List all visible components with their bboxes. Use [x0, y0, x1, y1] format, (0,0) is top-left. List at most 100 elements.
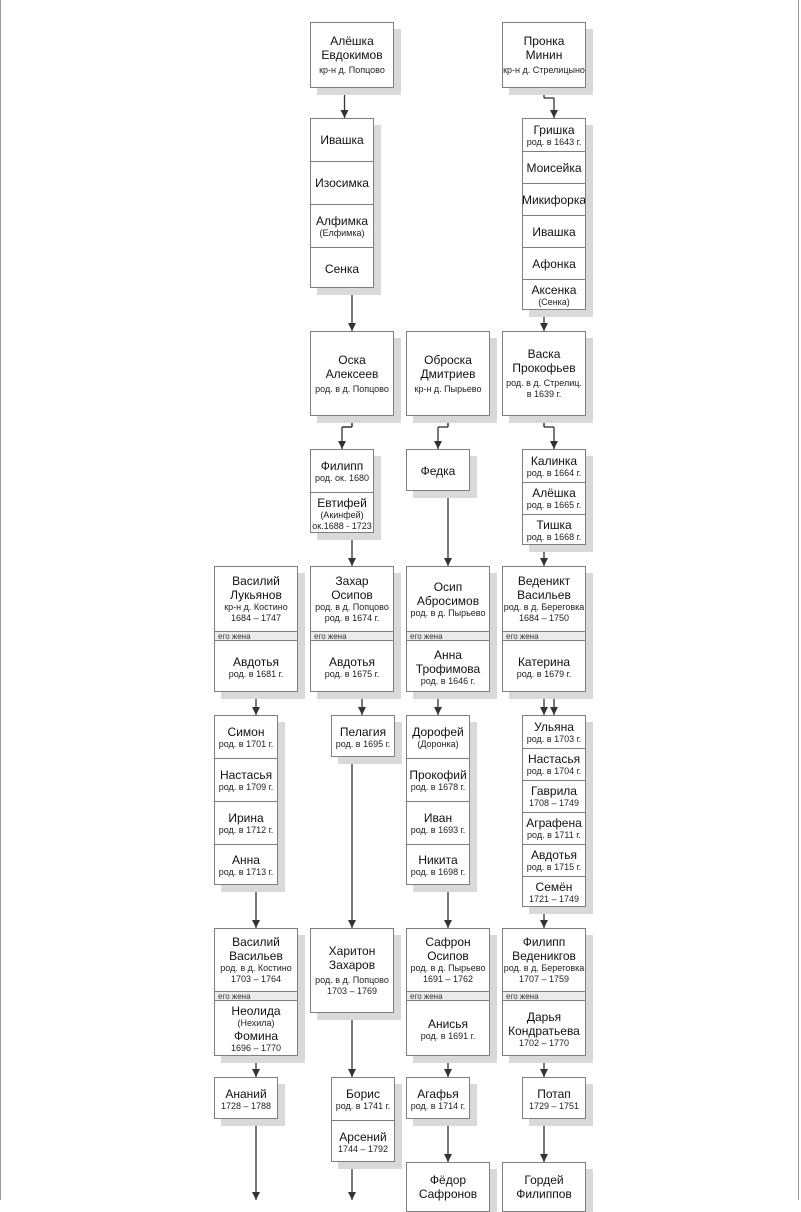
- child-entry[interactable]: Изосимка: [311, 161, 373, 204]
- husband-note: 1684 – 1750: [518, 613, 570, 623]
- child-name: Гаврила: [531, 784, 577, 798]
- children-list-obroska[interactable]: Федка: [406, 449, 470, 491]
- child-entry[interactable]: Микифорка: [523, 183, 585, 215]
- child-note: род. в 1715 г.: [526, 862, 582, 872]
- child-entry[interactable]: Дорофей(Доронка): [407, 716, 469, 758]
- child-note: 1729 – 1751: [528, 1100, 580, 1111]
- child-entry[interactable]: Алфимка(Елфимка): [311, 204, 373, 247]
- child-entry[interactable]: Сенка: [311, 247, 373, 287]
- wife-note: род. в 1691 г.: [420, 1030, 476, 1041]
- arrowhead: [348, 323, 356, 331]
- child-note: ок.1688 - 1723: [312, 520, 372, 531]
- child-entry[interactable]: Афонка: [523, 247, 585, 279]
- person-note: род. в д. Стрелиц.: [506, 378, 582, 388]
- child-name: Аксенка: [531, 283, 577, 297]
- person-name: Оска: [338, 352, 366, 367]
- wife-name: Авдотья: [233, 654, 279, 669]
- wife-name: Дарья: [526, 1009, 562, 1024]
- child-entry[interactable]: Ивашка: [523, 215, 585, 247]
- arrowhead: [540, 920, 548, 928]
- child-name: Ирина: [228, 810, 264, 825]
- child-entry[interactable]: Моисейка: [523, 151, 585, 183]
- person-note: род. в д. Попцово: [315, 975, 389, 985]
- child-entry[interactable]: Евтифей(Акинфей)ок.1688 - 1723: [311, 492, 373, 532]
- husband-name: Захар: [335, 574, 369, 588]
- spouse-label: его жена: [503, 991, 585, 1001]
- child-name: Никита: [418, 853, 458, 867]
- child-entry[interactable]: Федка: [407, 450, 469, 490]
- child-entry[interactable]: Ивашка: [311, 119, 373, 161]
- person-name: Васка: [527, 347, 561, 361]
- person-name: Фёдор: [429, 1173, 467, 1187]
- child-name: Аграфена: [526, 816, 582, 830]
- child-note: род. ок. 1680: [314, 472, 370, 483]
- child-entry[interactable]: Аксенка(Сенка): [523, 279, 585, 309]
